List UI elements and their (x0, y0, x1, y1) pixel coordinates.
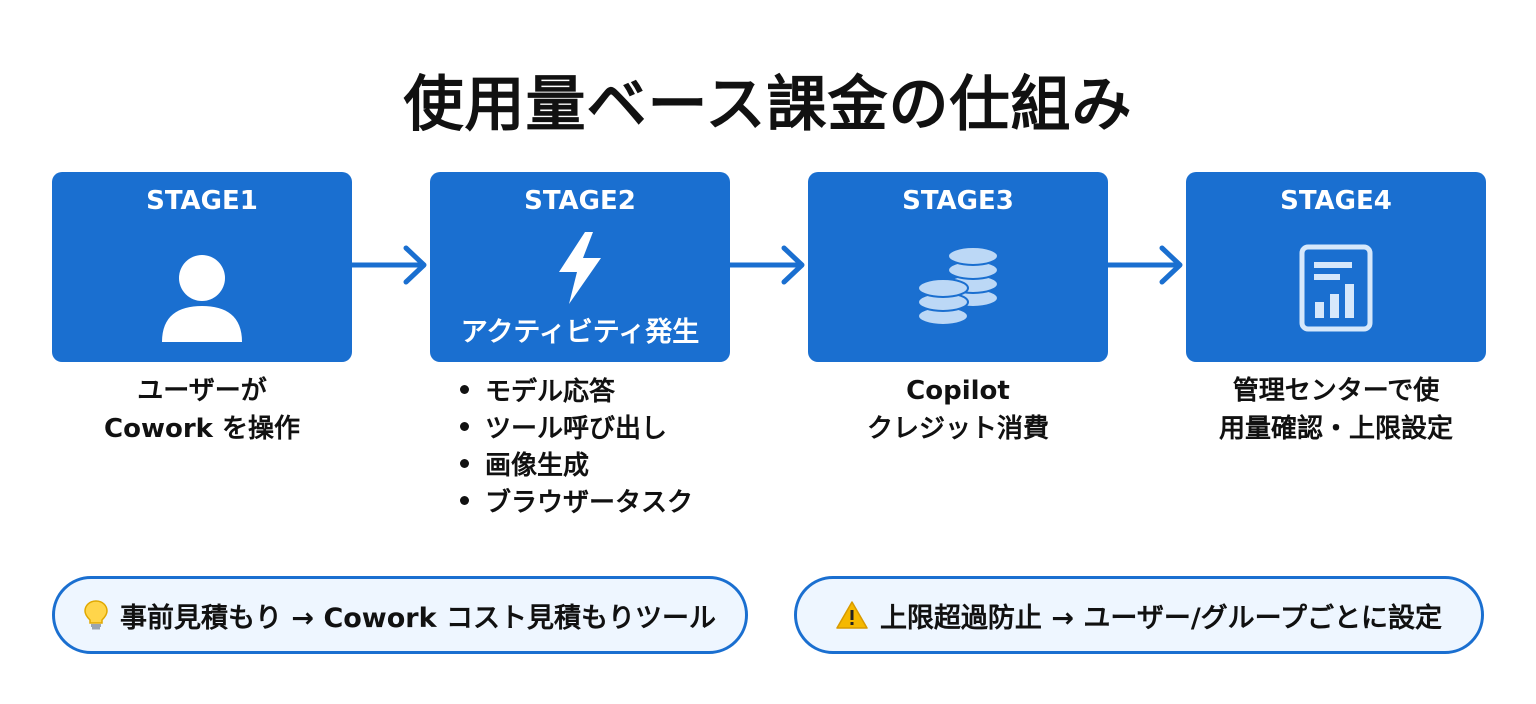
stage-2-bullet-list: モデル応答 ツール呼び出し 画像生成 ブラウザータスク (460, 374, 693, 522)
limit-note-text: 上限超過防止 → ユーザー/グループごとに設定 (879, 602, 1443, 634)
stage-1-label: STAGE1 (146, 186, 258, 216)
stage-3-caption: Copilot クレジット消費 (808, 372, 1108, 448)
caption-line: Cowork を操作 (104, 414, 300, 444)
stage-1-box: STAGE1 (52, 172, 352, 362)
report-chart-icon (1186, 244, 1486, 332)
lightbulb-icon (84, 600, 108, 630)
page-title: 使用量ベース課金の仕組み (403, 70, 1133, 140)
lightning-icon (430, 232, 730, 304)
stage-3-label: STAGE3 (902, 186, 1014, 216)
stage-4-label: STAGE4 (1280, 186, 1392, 216)
coins-icon (808, 244, 1108, 336)
estimate-note: 事前見積もり → Cowork コスト見積もりツール (52, 576, 748, 654)
estimate-note-text: 事前見積もり → Cowork コスト見積もりツール (120, 602, 716, 634)
warning-icon (836, 601, 868, 629)
user-icon (52, 252, 352, 344)
stage-4-box: STAGE4 (1186, 172, 1486, 362)
caption-line: ユーザーが (137, 376, 267, 406)
stage-2-box: STAGE2 アクティビティ発生 (430, 172, 730, 362)
caption-line: Copilot (906, 376, 1010, 406)
list-item: ツール呼び出し (460, 411, 693, 448)
list-item: ブラウザータスク (460, 485, 693, 522)
caption-line: 用量確認・上限設定 (1218, 414, 1453, 444)
caption-line: クレジット消費 (866, 414, 1049, 444)
arrow-right-icon (730, 245, 805, 285)
stage-1-caption: ユーザーが Cowork を操作 (52, 372, 352, 448)
limit-note: 上限超過防止 → ユーザー/グループごとに設定 (794, 576, 1484, 654)
stage-4-caption: 管理センターで使 用量確認・上限設定 (1186, 372, 1486, 448)
caption-line: 管理センターで使 (1232, 376, 1440, 406)
arrow-right-icon (1108, 245, 1183, 285)
stage-3-box: STAGE3 (808, 172, 1108, 362)
stage-2-label: STAGE2 (524, 186, 636, 216)
list-item: モデル応答 (460, 374, 693, 411)
list-item: 画像生成 (460, 448, 693, 485)
stage-2-subtitle: アクティビティ発生 (460, 317, 700, 348)
arrow-right-icon (352, 245, 427, 285)
